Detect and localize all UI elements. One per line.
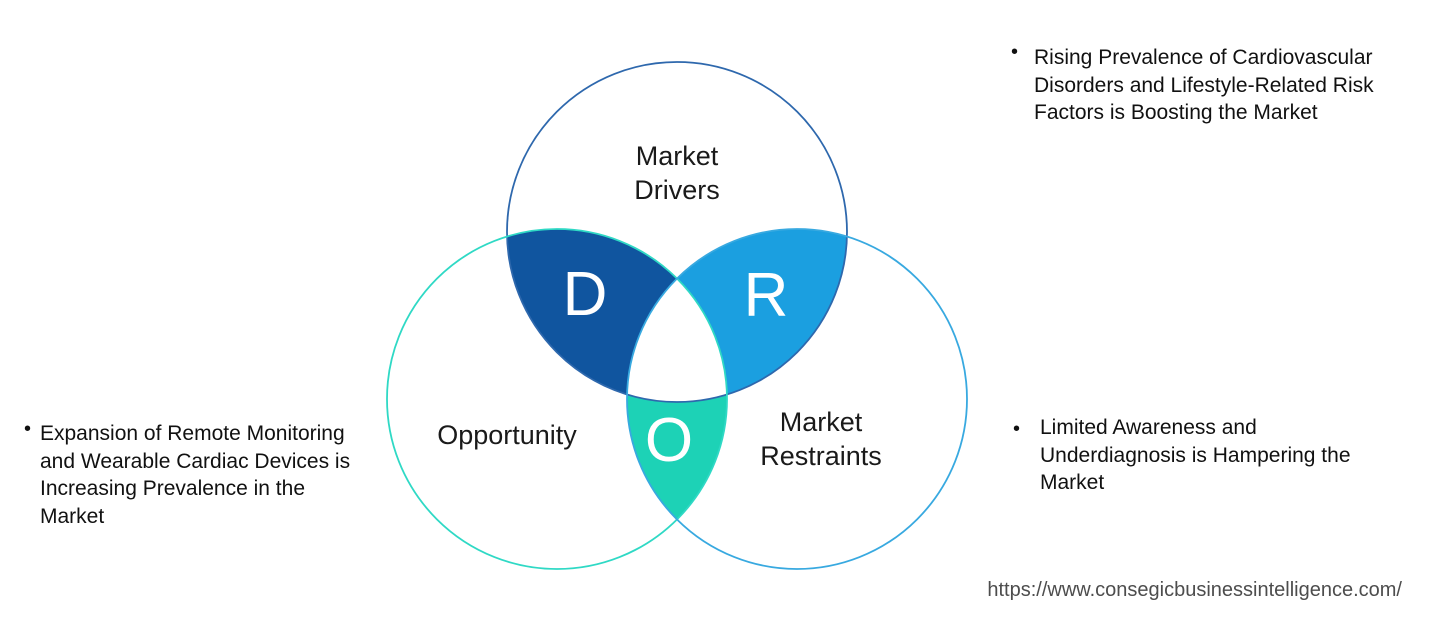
right-top-annotation-line: Factors is Boosting the Market <box>1034 101 1318 124</box>
left-annotation: Expansion of Remote Monitoring and Weara… <box>40 420 350 530</box>
source-url: https://www.consegicbusinessintelligence… <box>987 579 1402 601</box>
right-top-annotation-bullet: • <box>1011 41 1019 63</box>
r-letter: R <box>744 261 789 330</box>
right-bottom-annotation-line: Limited Awareness and <box>1040 416 1257 439</box>
market-drivers-label-line1: Market <box>636 141 719 171</box>
left-annotation-line: Market <box>40 504 105 528</box>
opportunity-label: Opportunity <box>437 420 577 450</box>
right-top-annotation-line: Disorders and Lifestyle-Related Risk <box>1034 73 1374 97</box>
right-top-annotation-line: Rising Prevalence of Cardiovascular <box>1034 46 1373 69</box>
right-bottom-annotation: Limited Awareness and Underdiagnosis is … <box>1040 414 1351 497</box>
market-drivers-circle <box>506 61 848 403</box>
left-annotation-bullet: • <box>24 418 32 440</box>
market-restraints-label-line2: Restraints <box>760 441 882 471</box>
market-restraints-label-line1: Market <box>780 407 863 437</box>
right-top-annotation: Rising Prevalence of Cardiovascular Diso… <box>1034 44 1374 127</box>
left-annotation-line: and Wearable Cardiac Devices is <box>40 449 351 473</box>
market-restraints-circle <box>626 228 968 570</box>
right-bottom-annotation-bullet: • <box>1013 418 1021 440</box>
opportunity-circle <box>386 228 728 570</box>
market-drivers-label-line2: Drivers <box>634 175 720 205</box>
d-letter: D <box>563 260 608 329</box>
right-bottom-annotation-line: Market <box>1040 471 1105 494</box>
o-letter: O <box>645 406 693 475</box>
left-annotation-line: Expansion of Remote Monitoring <box>40 422 345 445</box>
right-bottom-annotation-line: Underdiagnosis is Hampering the <box>1040 443 1351 467</box>
left-annotation-line: Increasing Prevalence in the <box>40 477 305 500</box>
